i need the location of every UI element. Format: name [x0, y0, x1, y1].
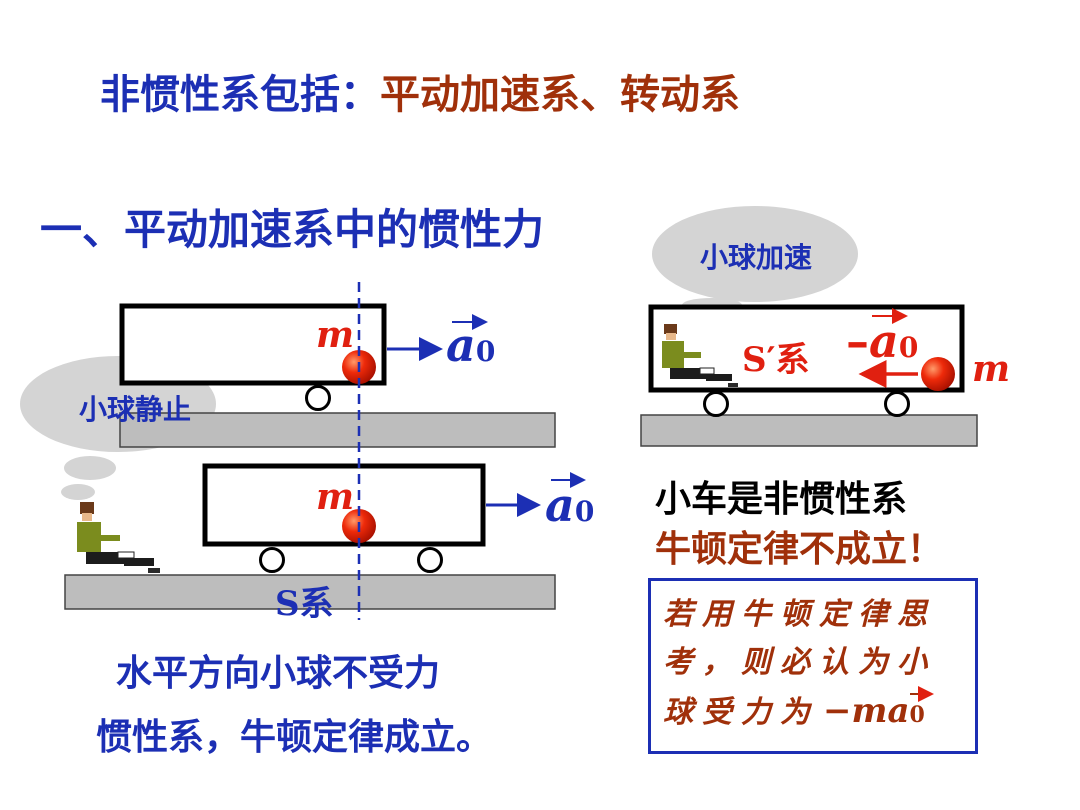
- note-line-2: 考，则必认为小: [663, 645, 936, 680]
- right-accel-symbol: a: [869, 314, 899, 368]
- inference-note-box: 若用牛顿定律思 考，则必认为小 球受力为−ma0: [648, 578, 978, 754]
- left-bubble-label: 小球静止: [78, 393, 191, 426]
- cart-observer-figure: [662, 324, 738, 387]
- top-cart: [119, 303, 387, 411]
- bottom-mass-label: m: [316, 476, 355, 518]
- note-line-1: 若用牛顿定律思: [663, 597, 936, 632]
- heading-part2: 平动加速系、转动系: [380, 72, 740, 118]
- right-ball: [921, 357, 955, 391]
- s-frame-label: S系: [275, 584, 334, 624]
- right-accel-subscript: 0: [898, 331, 919, 364]
- note-formula-sign: −: [823, 691, 852, 731]
- heading-part1: 非惯性系包括：: [100, 72, 380, 118]
- note-formula-a: a: [887, 691, 910, 731]
- note-formula-m: m: [851, 691, 888, 731]
- top-mass-label: m: [316, 314, 355, 356]
- s-prime-frame-label: S′系: [742, 340, 810, 380]
- top-ground-slab: [119, 412, 556, 448]
- top-accel-symbol: a: [446, 318, 476, 372]
- note-formula-subscript: 0: [909, 702, 925, 728]
- top-accel-subscript: 0: [475, 335, 496, 368]
- section-title: 一、平动加速系中的惯性力: [40, 205, 545, 254]
- no-horizontal-force-statement: 水平方向小球不受力: [116, 653, 441, 694]
- right-bubble-label: 小球加速: [699, 241, 812, 274]
- bottom-ground-slab: [64, 574, 556, 610]
- note-line-3: 球受力为−ma0: [663, 687, 975, 739]
- non-inertial-statement: 小车是非惯性系: [655, 479, 908, 520]
- bottom-accel-subscript: 0: [574, 495, 595, 528]
- newton-fails-statement: 牛顿定律不成立！: [655, 529, 944, 570]
- right-accel-sign: –: [846, 314, 869, 368]
- inertial-frame-statement: 惯性系，牛顿定律成立。: [96, 717, 493, 758]
- ground-observer-figure: [77, 502, 160, 573]
- right-mass-label: m: [972, 348, 1011, 390]
- bottom-accel-label: a0: [545, 482, 594, 535]
- note-line-3-text: 球受力为: [663, 695, 819, 730]
- note-text: 若用牛顿定律思 考，则必认为小 球受力为−ma0: [651, 581, 975, 739]
- right-ground-slab: [640, 414, 978, 447]
- right-accel-label: –a0: [846, 318, 918, 371]
- page-heading: 非惯性系包括：平动加速系、转动系: [100, 62, 740, 120]
- bottom-accel-symbol: a: [545, 478, 575, 532]
- top-accel-label: a0: [446, 322, 495, 375]
